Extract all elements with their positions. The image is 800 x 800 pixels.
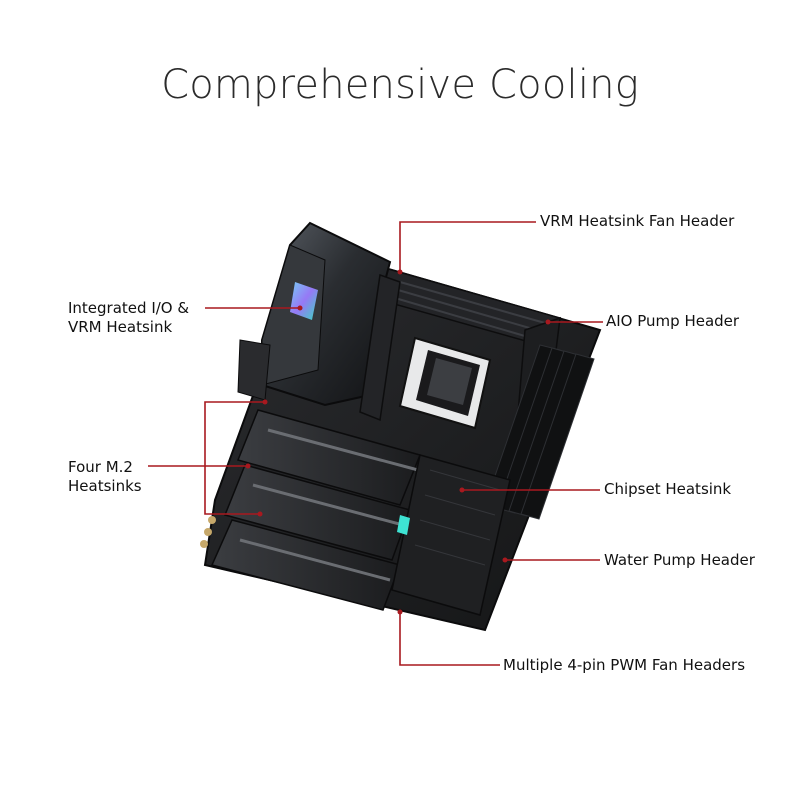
leader-endpoints (245, 269, 551, 615)
rgb-logo-icon (290, 282, 318, 320)
chipset-rgb-accent (397, 515, 410, 535)
vrm-heatsink-fins (394, 281, 546, 340)
label-chipset-heatsink: Chipset Heatsink (604, 480, 732, 498)
leader-lines (148, 221, 603, 666)
dimm-slots (484, 344, 595, 520)
chipset-heatsink (391, 454, 511, 616)
leader-pwm (399, 612, 500, 666)
m2-heatsink-3 (210, 519, 401, 611)
leader-m2 (148, 401, 265, 467)
label-m2-line-1: Four M.2 (68, 458, 133, 476)
leader-m2-c (204, 466, 260, 515)
vrm-heatsink-left (359, 273, 401, 422)
label-aio-pump-header: AIO Pump Header (606, 312, 740, 330)
label-io-line-1: Integrated I/O & (68, 299, 190, 317)
cpu-socket (398, 336, 492, 430)
io-shroud-face (261, 244, 326, 386)
label-water-pump-header: Water Pump Header (604, 551, 755, 569)
label-pwm-fan-headers: Multiple 4-pin PWM Fan Headers (503, 656, 746, 674)
leader-vrm-fan (399, 221, 536, 272)
label-vrm-heatsink-fan-header: VRM Heatsink Fan Header (540, 212, 735, 230)
page-title: Comprehensive Cooling (161, 62, 639, 108)
audio-capacitors (200, 516, 216, 548)
pcie-slots (239, 428, 419, 582)
label-io-line-2: VRM Heatsink (68, 318, 173, 336)
chipset-texture (414, 469, 501, 566)
io-fan-block (237, 339, 271, 401)
label-m2-line-2: Heatsinks (68, 477, 142, 495)
